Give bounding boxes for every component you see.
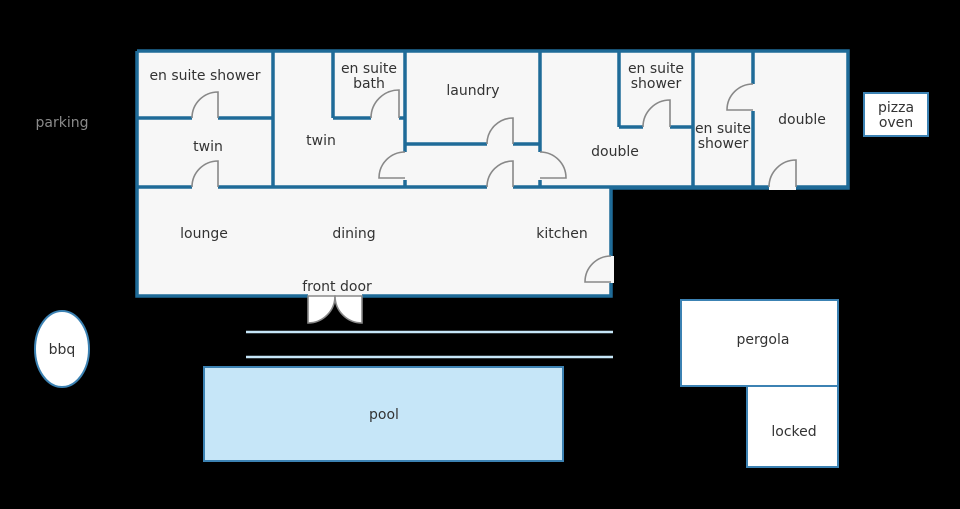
bbq-label: bbq — [49, 342, 76, 358]
pergola-area — [680, 299, 839, 387]
room-label-en-suite-shower: en suite — [695, 121, 751, 137]
locked-label: locked — [771, 424, 816, 440]
living-area-floor — [137, 186, 611, 296]
pool-label: pool — [369, 407, 399, 423]
room-label-en-suite-shower: en suite shower — [149, 68, 260, 84]
room-label-en-suite-shower: shower — [698, 136, 749, 152]
room-label-en-suite-bath: en suite — [341, 61, 397, 77]
room-label-laundry: laundry — [446, 83, 499, 99]
house — [135, 49, 850, 324]
room-label-double: double — [778, 112, 826, 128]
room-label-twin: twin — [306, 133, 336, 149]
locked-room — [746, 385, 839, 468]
interior-walls — [137, 51, 848, 189]
pizza-oven-label: oven — [879, 115, 913, 131]
room-label-en-suite-shower: en suite — [628, 61, 684, 77]
front-door-label: front door — [302, 279, 372, 295]
pizza-oven-box — [863, 92, 929, 137]
pizza-oven-label: pizza — [878, 100, 914, 116]
bbq-area — [34, 310, 90, 388]
pool — [203, 366, 564, 462]
room-label-en-suite-bath: bath — [353, 76, 385, 92]
room-label-twin: twin — [193, 139, 223, 155]
pergola-label: pergola — [737, 332, 790, 348]
parking-label: parking — [36, 115, 89, 131]
room-label-kitchen: kitchen — [536, 226, 588, 242]
door-swings — [191, 83, 797, 283]
room-label-dining: dining — [332, 226, 375, 242]
room-label-lounge: lounge — [180, 226, 228, 242]
room-label-double: double — [591, 144, 639, 160]
front-double-door[interactable] — [307, 295, 363, 324]
room-label-en-suite-shower: shower — [631, 76, 682, 92]
